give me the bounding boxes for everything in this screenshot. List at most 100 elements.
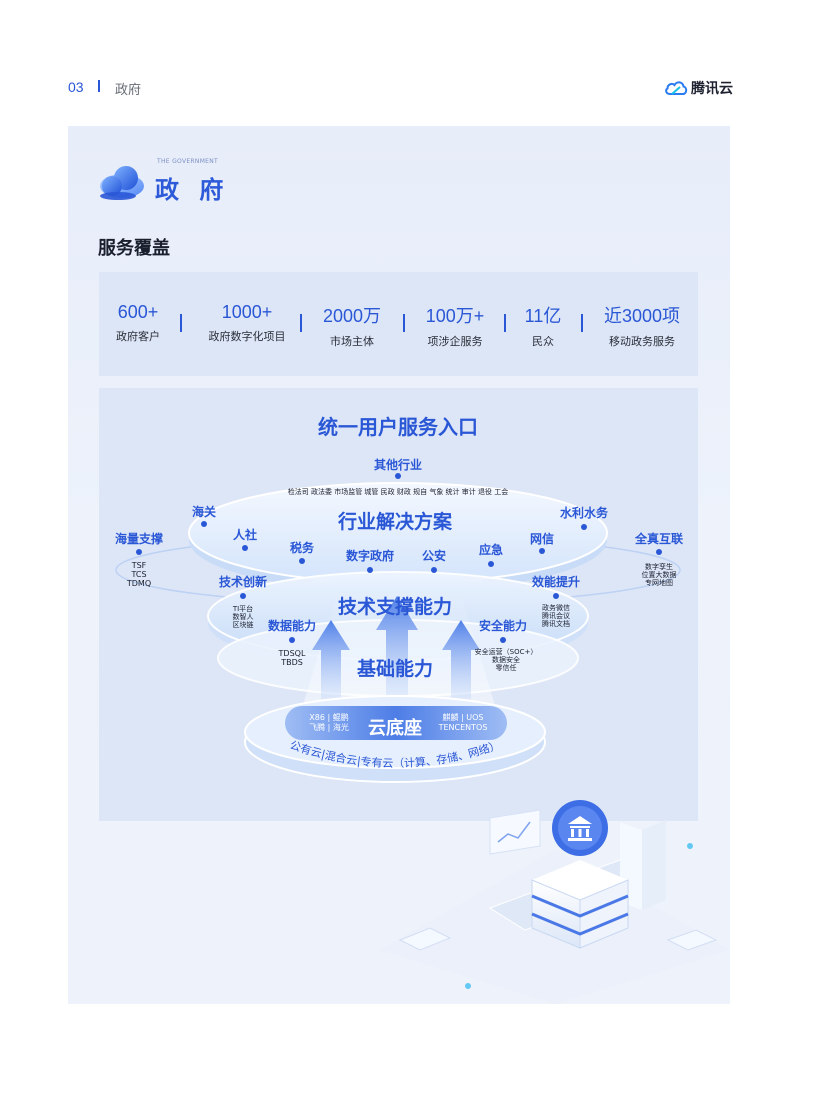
dot-marker xyxy=(242,545,248,551)
dot-marker xyxy=(299,558,305,564)
government-cloud-icon xyxy=(100,166,144,200)
architecture-diagram: 统一用户服务入口 其他行业 检法司 政法委 市场监管 城管 民政 财政 规自 气… xyxy=(99,388,698,821)
cloud-left-line: 飞腾 | 海光 xyxy=(309,722,349,732)
right-side-line: 位置大数据 xyxy=(642,570,677,579)
stat-divider xyxy=(300,314,302,332)
right-side-line: 数字孪生 xyxy=(645,562,673,571)
page-title: 政 府 xyxy=(155,176,230,204)
server-stripe xyxy=(531,894,629,918)
cloud-left-line: X86 | 鲲鹏 xyxy=(309,712,348,722)
chip xyxy=(398,927,452,951)
tech-layer-title: 技术支撑能力 xyxy=(338,595,452,618)
trend-line-icon xyxy=(497,821,531,843)
tech-right-title: 效能提升 xyxy=(532,574,580,589)
architecture-svg: 统一用户服务入口 其他行业 检法司 政法委 市场监管 城管 民政 财政 规自 气… xyxy=(115,415,683,783)
tech-right-line: 政务微信 xyxy=(542,603,570,612)
right-side-title: 全真互联 xyxy=(634,531,683,546)
stat-item: 近3000项 移动政务服务 xyxy=(597,302,687,349)
spark-dot xyxy=(687,843,693,849)
server-stripe xyxy=(531,912,629,936)
dot-marker xyxy=(240,593,246,599)
title-english: THE GOVERNMENT xyxy=(157,158,219,165)
stat-item: 11亿 民众 xyxy=(519,302,567,349)
stat-label: 民众 xyxy=(532,335,554,348)
base-right-title: 安全能力 xyxy=(479,618,527,633)
item-haiguan: 海关 xyxy=(192,504,216,519)
chip xyxy=(666,929,718,951)
stat-label: 政府客户 xyxy=(116,330,160,343)
cloud-right-line: 麒麟 | UOS xyxy=(442,712,483,722)
tech-left-line: 区块链 xyxy=(233,620,254,629)
stat-label: 政府数字化项目 xyxy=(208,330,286,343)
stat-item: 1000+ 政府数字化项目 xyxy=(197,302,297,344)
cloud-logo-icon xyxy=(665,81,688,95)
item-shuiwu: 税务 xyxy=(290,540,315,555)
tech-left-line: 数智人 xyxy=(233,612,254,621)
stat-divider xyxy=(180,314,182,332)
stat-divider xyxy=(403,314,405,332)
cloud-base-title: 云底座 xyxy=(368,717,422,739)
base-left-line: TBDS xyxy=(280,658,303,667)
spark-dot xyxy=(465,983,471,989)
stat-divider xyxy=(504,314,506,332)
other-industry-list: 检法司 政法委 市场监管 城管 民政 财政 规自 气象 统计 审计 退役 工会 xyxy=(288,487,508,496)
stat-item: 600+ 政府客户 xyxy=(105,302,171,344)
item-renshe: 人社 xyxy=(233,527,257,542)
dot-marker xyxy=(656,549,662,555)
section-subtitle: 服务覆盖 xyxy=(98,238,170,259)
server-right xyxy=(579,879,629,949)
stat-item: 100万+ 项涉企服务 xyxy=(417,302,493,349)
tech-right-line: 腾讯文档 xyxy=(542,619,570,628)
stat-value: 100万+ xyxy=(425,306,485,326)
tech-left-line: TI平台 xyxy=(232,604,253,613)
arrow-left-icon xyxy=(312,620,350,706)
item-wangxin: 网信 xyxy=(530,531,554,546)
dot-marker xyxy=(581,524,587,530)
item-gongan: 公安 xyxy=(422,548,446,563)
bank-icon xyxy=(568,816,592,841)
tech-right-line: 腾讯会议 xyxy=(542,611,570,620)
dot-marker xyxy=(539,548,545,554)
brand-name: 腾讯云 xyxy=(691,81,733,97)
stat-value: 近3000项 xyxy=(603,306,681,326)
section-name: 政府 xyxy=(115,83,142,98)
right-side-line: 专网地图 xyxy=(645,578,673,587)
base-right-line: 数据安全 xyxy=(492,655,520,664)
base-left-title: 数据能力 xyxy=(268,618,316,633)
stat-value: 2000万 xyxy=(322,306,382,326)
item-yingji: 应急 xyxy=(479,542,503,557)
base-layer-title: 基础能力 xyxy=(356,657,433,680)
left-side-line: TDMQ xyxy=(126,579,151,588)
stat-divider xyxy=(581,314,583,332)
cloud-base-pill xyxy=(285,706,507,740)
arrow-right-icon xyxy=(442,620,480,706)
left-side-line: TSF xyxy=(131,561,147,570)
header-separator xyxy=(98,80,100,92)
stats-block: 600+ 政府客户 1000+ 政府数字化项目 2000万 市场主体 100万+… xyxy=(99,272,698,376)
base-right-line: 安全运营（SOC+） xyxy=(475,647,538,656)
stat-item: 2000万 市场主体 xyxy=(315,302,389,349)
other-industry-title: 其他行业 xyxy=(374,457,422,472)
dot-marker xyxy=(289,637,295,643)
stat-value: 600+ xyxy=(117,302,159,322)
industry-layer-title: 行业解决方案 xyxy=(337,510,453,533)
dot-marker xyxy=(431,567,437,573)
item-shuzi: 数字政府 xyxy=(346,548,394,563)
stat-value: 11亿 xyxy=(524,306,562,326)
dot-marker xyxy=(488,561,494,567)
dot-marker xyxy=(367,567,373,573)
dot-marker xyxy=(136,549,142,555)
arrow-center-icon xyxy=(376,596,418,706)
cloud-right-line: TENCENTOS xyxy=(438,723,488,732)
stat-label: 市场主体 xyxy=(330,335,374,348)
isometric-illustration xyxy=(380,800,730,1004)
pillar xyxy=(642,820,666,910)
diagram-title: 统一用户服务入口 xyxy=(318,415,478,439)
tech-left-title: 技术创新 xyxy=(219,574,267,589)
base-right-line: 零信任 xyxy=(496,663,517,672)
page-number: 03 xyxy=(68,79,84,95)
stat-label: 项涉企服务 xyxy=(427,335,483,348)
chart-card xyxy=(489,809,541,855)
left-side-line: TCS xyxy=(130,570,146,579)
dot-marker xyxy=(553,593,559,599)
